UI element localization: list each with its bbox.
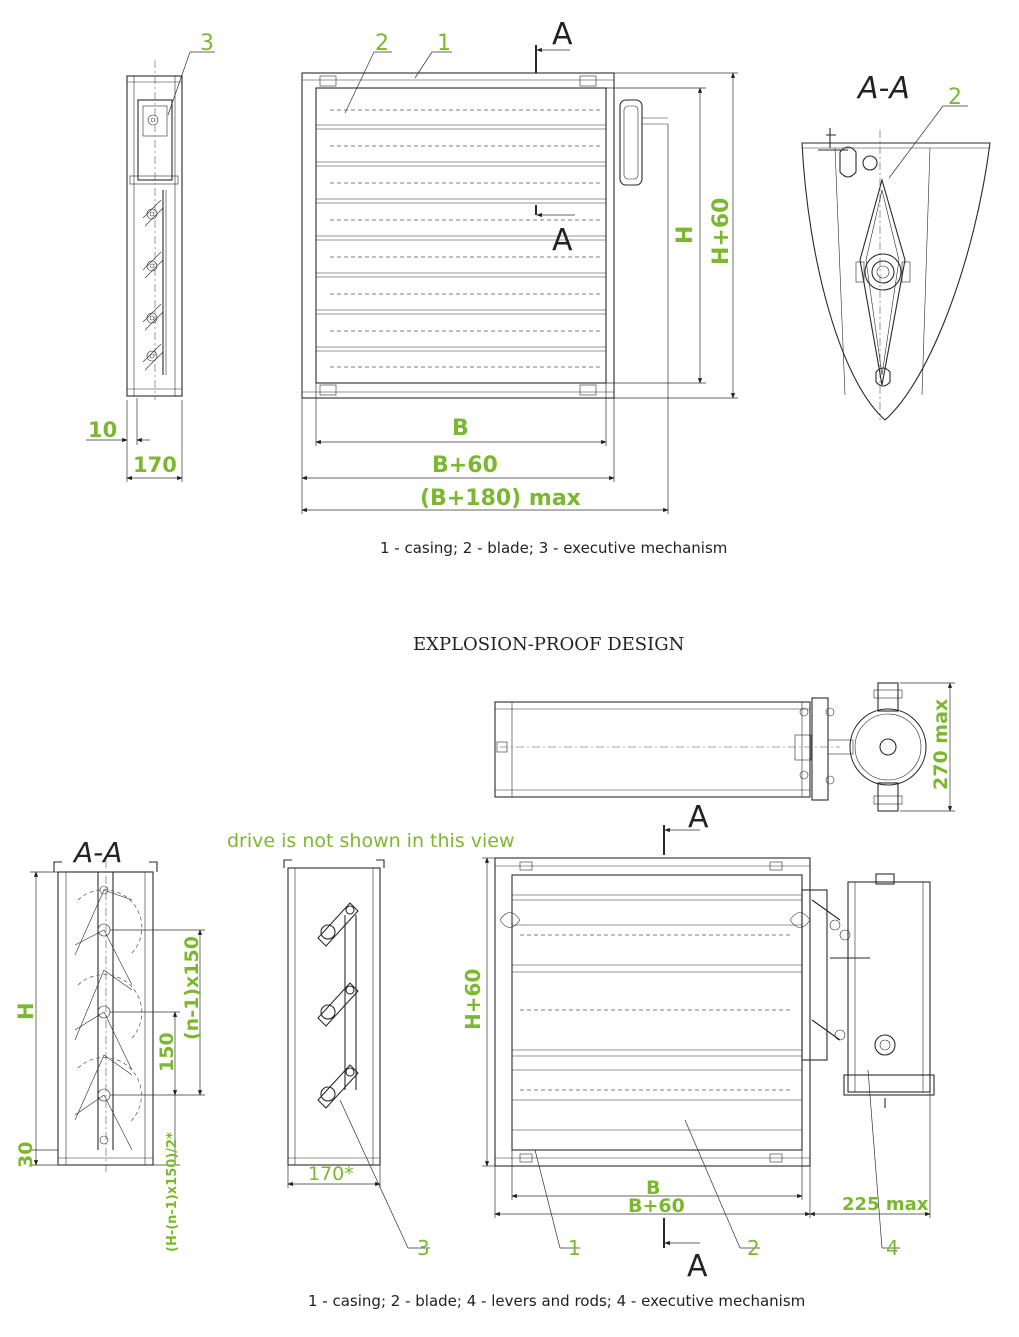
front-view-top	[301, 45, 738, 514]
dim-b60-bottom: B+60	[628, 1195, 685, 1217]
label-ref-3: 3	[200, 31, 214, 56]
explosion-top-view	[494, 682, 955, 812]
label-section-a-bottom-top: A	[688, 800, 709, 835]
explosion-note: drive is not shown in this view	[227, 830, 515, 852]
label-section-a-bottom: A	[687, 1249, 708, 1284]
dim-h60-top: H+60	[709, 198, 734, 265]
label-ref-3-bottom: 3	[417, 1236, 430, 1260]
dim-10: 10	[88, 418, 117, 442]
label-ref-2: 2	[375, 31, 389, 56]
dim-170: 170	[133, 453, 177, 477]
explosion-title: EXPLOSION-PROOF DESIGN	[413, 634, 684, 655]
label-ref-4-bottom: 4	[886, 1236, 899, 1260]
dim-b180-top: (B+180) max	[420, 486, 581, 511]
dim-h-bottom: H	[14, 1002, 38, 1020]
dim-270max: 270 max	[930, 699, 952, 790]
dim-h-top: H	[673, 226, 698, 244]
caption-bottom: 1 - casing; 2 - blade; 4 - levers and ro…	[308, 1292, 805, 1310]
leader-3	[167, 51, 191, 116]
dim-b-bottom: B	[646, 1177, 660, 1199]
explosion-front-view	[482, 825, 935, 1249]
dim-b-top: B	[452, 416, 469, 441]
section-aa-top	[801, 128, 991, 421]
side-view-top	[86, 60, 183, 482]
dim-formula: (H-(n-1)x150)/2*	[165, 1132, 180, 1252]
explosion-section-aa	[30, 860, 205, 1175]
dim-225max: 225 max	[842, 1194, 929, 1215]
label-ref-1-bottom: 1	[568, 1236, 581, 1260]
dim-n150: (n-1)x150	[181, 936, 203, 1040]
dim-b60-top: B+60	[432, 453, 498, 478]
dim-170-star: 170*	[308, 1163, 354, 1185]
label-section-a-top: A	[552, 17, 573, 52]
label-ref-2-bottom: 2	[747, 1236, 760, 1260]
caption-top: 1 - casing; 2 - blade; 3 - executive mec…	[380, 539, 727, 557]
label-ref-1: 1	[437, 31, 451, 56]
dim-h60-bottom: H+60	[461, 969, 485, 1030]
label-section-a-mid: A	[552, 223, 573, 258]
label-section-aa-bottom: A-A	[72, 836, 122, 869]
dim-150: 150	[156, 1032, 178, 1072]
label-ref-2-section: 2	[948, 85, 962, 110]
explosion-side-levers	[283, 859, 430, 1249]
dim-30: 30	[15, 1142, 37, 1168]
label-section-aa-top: A-A	[856, 71, 910, 106]
